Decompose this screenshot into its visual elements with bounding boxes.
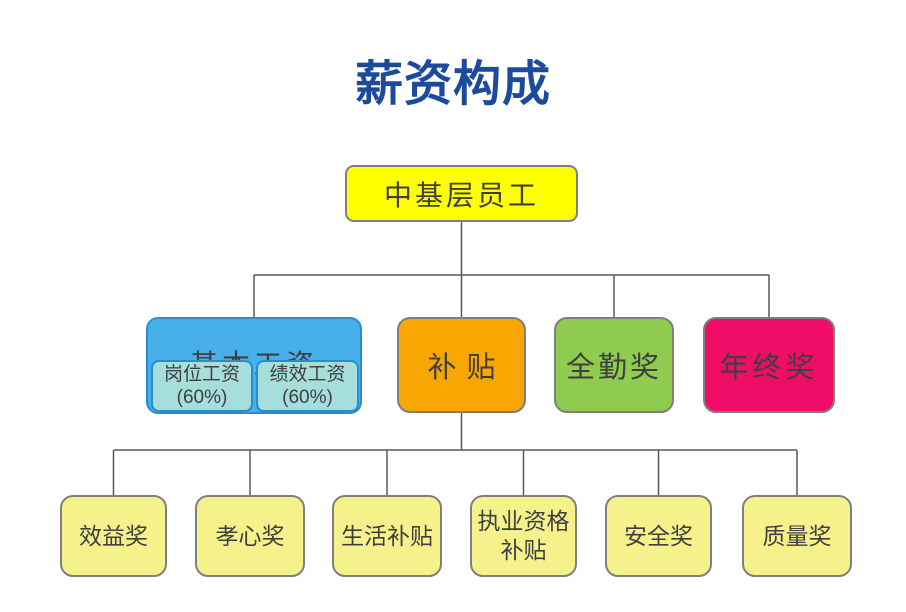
node-performance-salary-label: 绩效工资	[269, 363, 346, 385]
diagram-title: 薪资构成	[354, 58, 551, 111]
node-filial-piety-award: 孝心奖	[195, 495, 305, 577]
node-subsidy-label: 补贴	[427, 352, 506, 384]
node-year-end-bonus: 年终奖	[703, 317, 835, 413]
node-quality-award: 质量奖	[742, 495, 852, 577]
node-living-subsidy: 生活补贴	[332, 495, 442, 577]
node-subsidy: 补贴	[397, 317, 526, 413]
node-living-subsidy-label: 生活补贴	[341, 522, 433, 549]
node-post-salary-label: 岗位工资	[163, 363, 240, 385]
node-performance-salary: 绩效工资 (60%)	[256, 360, 359, 412]
node-basic-salary: 基本工资 岗位工资 (60%) 绩效工资 (60%)	[146, 317, 362, 414]
connector-level2	[112, 413, 798, 495]
node-benefit-award-label: 效益奖	[79, 522, 148, 549]
node-safety-award: 安全奖	[605, 495, 712, 577]
node-safety-award-label: 安全奖	[624, 522, 693, 549]
connector-level1	[253, 222, 770, 317]
node-full-attendance-award-label: 全勤奖	[565, 352, 662, 384]
node-performance-salary-percent: (60%)	[282, 387, 333, 408]
node-benefit-award: 效益奖	[60, 495, 167, 577]
node-professional-qualification-subsidy-label: 执业资格 补贴	[477, 508, 570, 563]
node-filial-piety-award-label: 孝心奖	[215, 522, 285, 549]
node-year-end-bonus-label: 年终奖	[719, 352, 819, 384]
node-post-salary: 岗位工资 (60%)	[151, 360, 253, 412]
node-root-label: 中基层员工	[383, 179, 539, 211]
node-post-salary-percent: (60%)	[176, 387, 228, 408]
node-root-employees: 中基层员工	[345, 165, 578, 222]
node-full-attendance-award: 全勤奖	[554, 317, 674, 413]
node-professional-qualification-subsidy: 执业资格 补贴	[470, 495, 577, 577]
node-quality-award-label: 质量奖	[762, 522, 832, 549]
